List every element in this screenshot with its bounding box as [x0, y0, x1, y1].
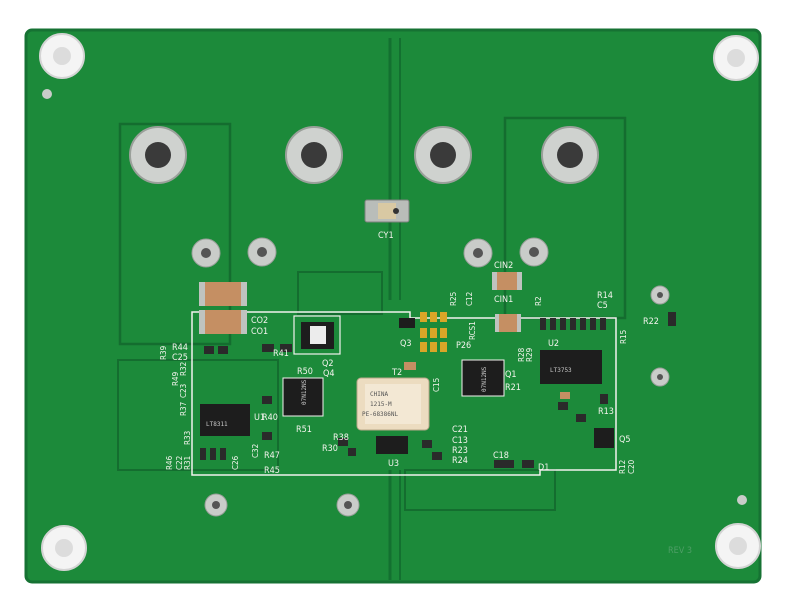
label-r38: R38	[333, 433, 349, 443]
label-r45: R45	[264, 466, 280, 476]
label-r2: R2	[534, 296, 543, 306]
label-r51: R51	[296, 425, 312, 435]
q2-mosfet	[293, 315, 341, 355]
label-co2: CO2	[251, 316, 268, 326]
label-r33: R33	[183, 431, 192, 445]
svg-text:07N12NS: 07N12NS	[301, 379, 308, 405]
q4-mosfet	[282, 377, 324, 417]
label-r40: R40	[262, 413, 278, 423]
label-r32: R32	[179, 362, 188, 376]
label-co1: CO1	[251, 327, 268, 337]
label-u1: U1	[254, 413, 265, 423]
label-p26: P26	[456, 341, 471, 351]
label-r41: R41	[273, 349, 289, 359]
label-c32: C32	[251, 444, 260, 458]
label-r25: R25	[449, 292, 458, 306]
label-r46: R46	[165, 455, 174, 470]
label-r29: R29	[525, 347, 534, 362]
resistor-array	[200, 318, 608, 468]
label-r28: R28	[517, 347, 526, 362]
label-r49: R49	[171, 371, 180, 386]
svg-text:07N12NS: 07N12NS	[481, 366, 488, 392]
label-c15: C15	[432, 378, 441, 392]
standoff-tl	[39, 33, 85, 79]
label-r44: R44	[172, 343, 188, 353]
standoff-br	[715, 523, 761, 569]
label-r31: R31	[183, 456, 192, 470]
label-r21: R21	[505, 383, 521, 393]
label-c13: C13	[452, 436, 468, 446]
rcs1-capacitor	[495, 314, 521, 332]
label-c26: C26	[231, 455, 240, 470]
svg-text:LT8311: LT8311	[206, 421, 228, 428]
label-cy1: CY1	[378, 231, 394, 241]
q1-mosfet	[461, 359, 505, 397]
standoff-bl	[41, 525, 87, 571]
svg-text:1215-M: 1215-M	[370, 401, 392, 408]
u2-chip	[540, 350, 602, 384]
pcb-board	[26, 30, 760, 582]
terminal-4	[541, 126, 599, 184]
label-u3: U3	[388, 459, 399, 469]
label-q1: Q1	[505, 370, 517, 380]
label-r39: R39	[159, 345, 168, 360]
label-cin1: CIN1	[494, 295, 513, 305]
svg-text:LT3753: LT3753	[550, 367, 572, 374]
label-cin2: CIN2	[494, 261, 513, 271]
u1-chip	[200, 404, 250, 436]
label-r23: R23	[452, 446, 468, 456]
cin2-capacitor	[492, 272, 522, 290]
label-r12: R12	[618, 460, 627, 474]
label-r15: R15	[619, 330, 628, 344]
q5-mosfet	[594, 428, 614, 448]
terminal-1	[129, 126, 187, 184]
label-q2: Q2	[322, 359, 334, 369]
label-r30: R30	[322, 444, 338, 454]
terminal-3	[414, 126, 472, 184]
label-q4: Q4	[323, 369, 335, 379]
standoff-tr	[713, 35, 759, 81]
label-c22: C22	[175, 456, 184, 470]
label-r50: R50	[297, 367, 313, 377]
label-rev: REV 3	[668, 546, 692, 556]
label-q5: Q5	[619, 435, 631, 445]
component-area-outline	[191, 311, 617, 476]
label-r37: R37	[179, 402, 188, 416]
u3-chip	[376, 436, 408, 454]
label-c25: C25	[172, 353, 188, 363]
co2-capacitor	[199, 282, 247, 306]
label-c18: C18	[493, 451, 509, 461]
label-r13: R13	[598, 407, 614, 417]
r22-resistor	[668, 312, 676, 326]
label-q3: Q3	[400, 339, 412, 349]
label-c5: C5	[597, 301, 608, 311]
label-c23: C23	[179, 384, 188, 398]
label-c20: C20	[627, 459, 636, 474]
label-d1: D1	[538, 463, 549, 473]
svg-text:CHINA: CHINA	[370, 391, 388, 398]
label-t2: T2	[391, 368, 402, 378]
label-c21: C21	[452, 425, 468, 435]
co1-capacitor	[199, 310, 247, 334]
label-r24: R24	[452, 456, 468, 466]
label-r47: R47	[264, 451, 280, 461]
label-u2: U2	[548, 339, 559, 349]
label-c12: C12	[465, 292, 474, 306]
q3-pads	[420, 312, 447, 352]
label-rcs1: RCS1	[468, 321, 477, 340]
label-r14: R14	[597, 291, 613, 301]
label-r22: R22	[643, 317, 659, 327]
svg-text:PE-68386NL: PE-68386NL	[362, 411, 399, 418]
terminal-2	[285, 126, 343, 184]
left-pad-outline	[118, 122, 232, 346]
